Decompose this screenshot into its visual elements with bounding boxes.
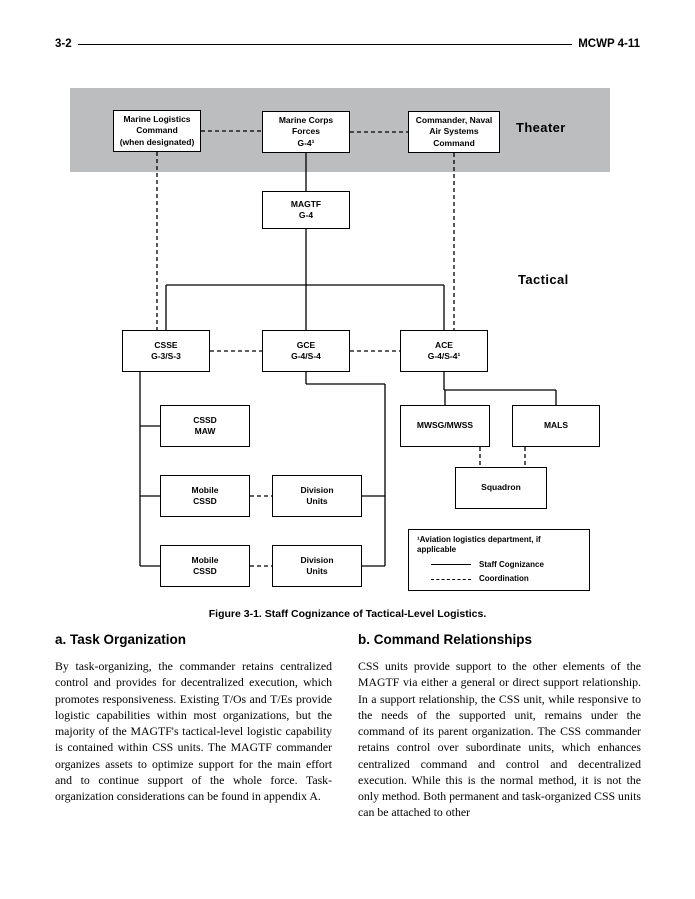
legend-solid-label: Staff Cognizance — [479, 559, 544, 569]
legend-dashed-label: Coordination — [479, 574, 529, 584]
connector-lines — [139, 130, 557, 567]
legend-row-coordination: Coordination — [417, 574, 581, 584]
figure-caption: Figure 3-1. Staff Cognizance of Tactical… — [208, 608, 487, 620]
box-mobile-cssd-1: Mobile CSSD — [160, 475, 250, 517]
section-a-heading: a. Task Organization — [55, 632, 187, 647]
box-squadron: Squadron — [455, 467, 547, 509]
box-csse: CSSE G-3/S-3 — [122, 330, 210, 372]
section-b-heading: b. Command Relationships — [358, 632, 533, 647]
box-division-units-1: Division Units — [272, 475, 362, 517]
box-commander-naval-air-systems: Commander, Naval Air Systems Command — [408, 111, 500, 153]
box-ace: ACE G-4/S-4¹ — [400, 330, 488, 372]
box-mals: MALS — [512, 405, 600, 447]
box-division-units-2: Division Units — [272, 545, 362, 587]
box-mwsg-mwss: MWSG/MWSS — [400, 405, 490, 447]
tactical-label: Tactical — [518, 272, 569, 287]
page-header: 3-2 MCWP 4-11 — [55, 38, 640, 50]
box-mobile-cssd-2: Mobile CSSD — [160, 545, 250, 587]
box-gce: GCE G-4/S-4 — [262, 330, 350, 372]
diagram-legend: ¹Aviation logistics department, if appli… — [408, 529, 590, 591]
page-number: 3-2 — [55, 38, 72, 50]
box-magtf: MAGTF G-4 — [262, 191, 350, 229]
section-b-body: CSS units provide support to the other e… — [358, 659, 641, 820]
doc-code: MCWP 4-11 — [578, 38, 640, 50]
header-rule — [77, 43, 573, 45]
solid-line-sample — [431, 564, 471, 566]
section-command-relationships: b. Command Relationships CSS units provi… — [358, 632, 641, 821]
org-chart: Marine Logistics Command (when designate… — [0, 88, 695, 600]
section-a-body: By task-organizing, the commander retain… — [55, 659, 332, 804]
dashed-line-sample — [431, 578, 471, 580]
legend-note: ¹Aviation logistics department, if appli… — [417, 535, 541, 555]
box-cssd-maw: CSSD MAW — [160, 405, 250, 447]
box-marine-corps-forces: Marine Corps Forces G-4¹ — [262, 111, 350, 153]
theater-label: Theater — [516, 120, 566, 135]
section-task-organization: a. Task Organization By task-organizing,… — [55, 632, 332, 804]
legend-row-staff-cognizance: Staff Cognizance — [417, 560, 581, 570]
box-marine-logistics-command: Marine Logistics Command (when designate… — [113, 110, 201, 152]
